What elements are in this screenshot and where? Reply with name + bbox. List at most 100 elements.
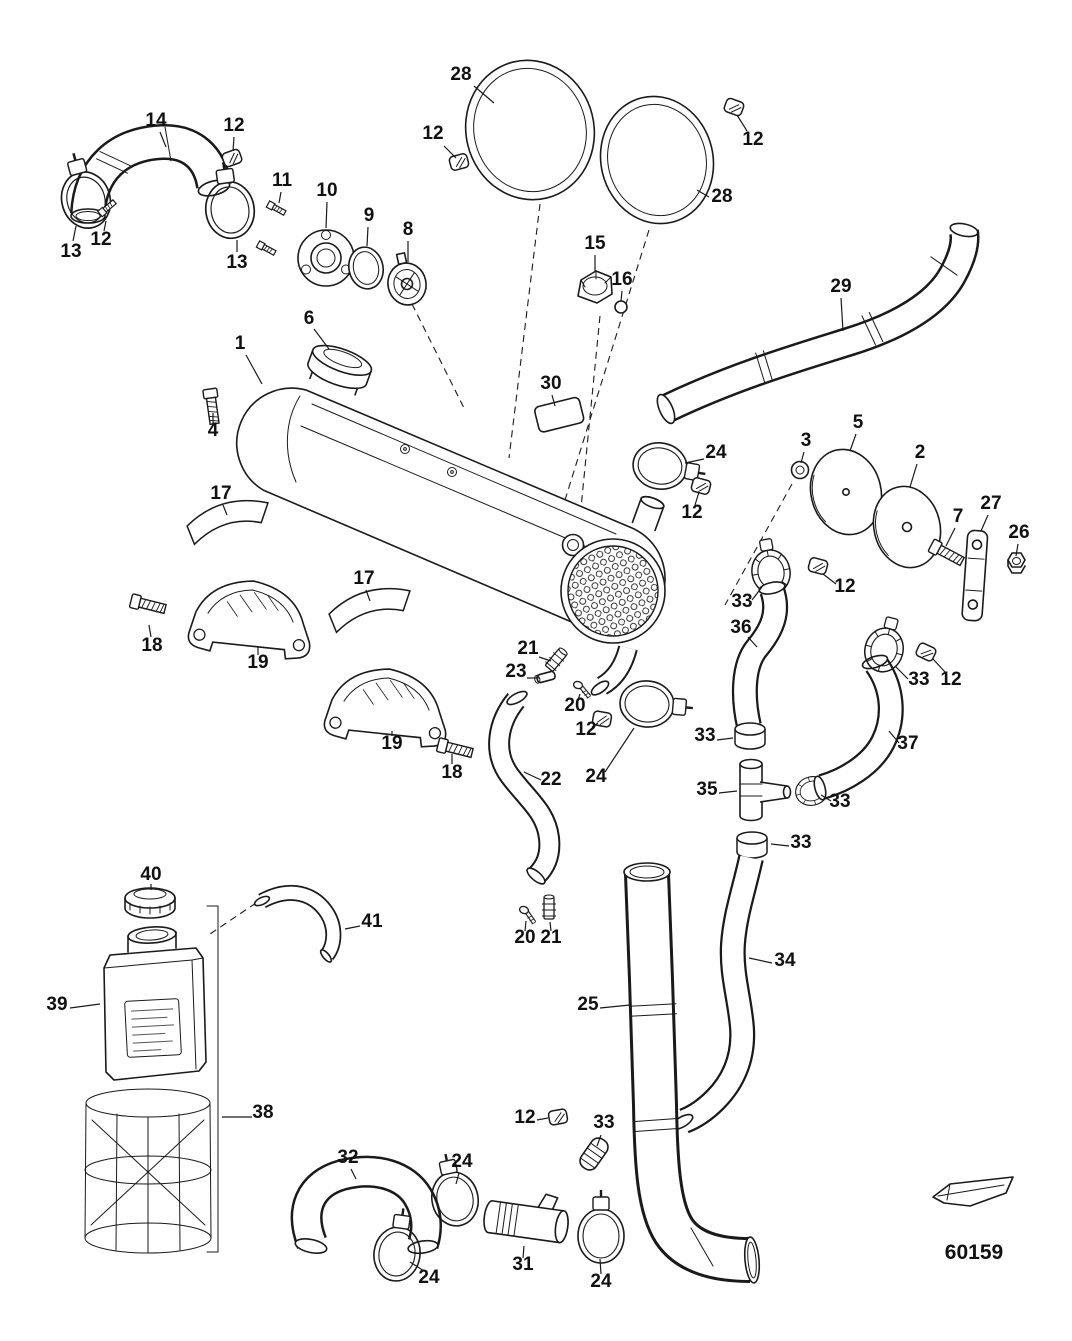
callout-leader-9 — [366, 226, 369, 247]
callout-18: 18 — [441, 762, 462, 783]
callout-34: 34 — [774, 950, 796, 971]
callout-25: 25 — [577, 994, 599, 1015]
clip-12 — [220, 147, 244, 169]
callout-leader-17 — [365, 589, 371, 602]
callout-18: 18 — [141, 635, 162, 656]
callout-21: 21 — [540, 927, 562, 948]
callout-leader-25 — [599, 1004, 631, 1009]
thermostat-housing-flange-10 — [297, 229, 355, 287]
nut-26 — [1007, 552, 1026, 574]
pressure-cap-15 — [577, 270, 613, 304]
coupler-band-33 — [734, 722, 766, 750]
callout-33: 33 — [694, 725, 715, 746]
callout-leader-16 — [620, 290, 623, 302]
exhaust-pipe-25 — [623, 862, 761, 1284]
mounting-bracket-27 — [961, 529, 989, 622]
callout-leader-33 — [894, 665, 909, 680]
callout-33: 33 — [790, 832, 811, 853]
group-bracket-line — [206, 905, 219, 1253]
callout-13: 13 — [60, 241, 81, 262]
bolt-18 — [128, 593, 168, 617]
bolt-18 — [435, 737, 475, 761]
callout-7: 7 — [953, 506, 964, 527]
callout-leader-30 — [551, 394, 556, 407]
callout-leader-28 — [696, 189, 710, 198]
callout-leader-20 — [524, 920, 527, 932]
spring-clamp-33 — [579, 1137, 609, 1171]
callout-leader-11 — [278, 191, 282, 204]
hose-34 — [670, 855, 764, 1134]
hose-37 — [813, 654, 904, 801]
callout-24: 24 — [705, 442, 727, 463]
callout-leader-21 — [538, 656, 552, 662]
gasket-9 — [348, 246, 384, 290]
callout-leader-5 — [849, 433, 857, 452]
reservoir-cap-40 — [124, 887, 176, 919]
callout-leader-33 — [820, 794, 832, 802]
stud-11 — [265, 200, 288, 217]
callout-5: 5 — [853, 412, 864, 433]
callout-leader-24 — [409, 1261, 425, 1272]
callout-leader-13 — [72, 225, 77, 242]
callout-leader-20 — [577, 693, 581, 701]
callout-4: 4 — [208, 420, 219, 441]
callout-leader-29 — [840, 297, 844, 332]
callout-37: 37 — [897, 733, 918, 754]
callout-20: 20 — [564, 695, 585, 716]
callout-33: 33 — [908, 669, 929, 690]
callout-leader-22 — [523, 771, 542, 781]
callout-leader-1 — [245, 354, 263, 385]
callout-19: 19 — [247, 652, 268, 673]
callout-1: 1 — [235, 333, 246, 354]
vent-hose-41 — [253, 885, 342, 963]
callout-17: 17 — [353, 568, 374, 589]
callout-33: 33 — [731, 591, 752, 612]
callout-29: 29 — [830, 276, 851, 297]
callout-38: 38 — [252, 1102, 273, 1123]
saddle-pad-17 — [327, 585, 411, 636]
callout-leader-41 — [344, 925, 361, 930]
callout-leader-12 — [536, 1117, 549, 1121]
callout-leader-10 — [325, 201, 328, 229]
callout-26: 26 — [1008, 522, 1029, 543]
callout-35: 35 — [696, 779, 718, 800]
callout-33: 33 — [829, 791, 850, 812]
callout-leader-24 — [455, 1172, 460, 1185]
callout-12: 12 — [742, 129, 763, 150]
callout-12: 12 — [422, 123, 443, 144]
wire-basket-38 — [84, 1088, 212, 1254]
callout-leader-17 — [222, 504, 228, 516]
barb-fitting-21 — [541, 894, 557, 920]
screw-20 — [515, 904, 540, 926]
clip-12 — [722, 96, 746, 118]
callout-28: 28 — [450, 64, 471, 85]
callout-27: 27 — [980, 493, 1001, 514]
callout-leader-12 — [591, 722, 599, 728]
callout-leader-2 — [909, 463, 918, 488]
callout-leader-14 — [159, 131, 167, 148]
disc-5 — [809, 448, 883, 536]
washer-3 — [790, 460, 810, 480]
callout-31: 31 — [512, 1254, 534, 1275]
coolant-reservoir-39 — [103, 926, 207, 1081]
filler-neck — [307, 344, 373, 396]
callout-leader-33 — [770, 843, 790, 847]
callout-8: 8 — [403, 219, 414, 240]
callout-leader-36 — [747, 636, 758, 648]
callout-leader-12 — [443, 145, 457, 159]
callout-17: 17 — [210, 483, 231, 504]
pad-30 — [534, 396, 585, 433]
callout-leader-12 — [932, 658, 946, 673]
callout-36: 36 — [730, 617, 751, 638]
callout-leader-24 — [599, 1258, 602, 1275]
ball-16 — [614, 300, 628, 314]
brand-logo — [932, 1176, 1014, 1207]
drain-elbow — [590, 645, 638, 696]
callout-12: 12 — [681, 502, 702, 523]
callout-21: 21 — [517, 638, 539, 659]
hose-22 — [488, 690, 561, 885]
heat-exchanger-1 — [236, 344, 666, 696]
callout-leader-34 — [748, 957, 773, 964]
